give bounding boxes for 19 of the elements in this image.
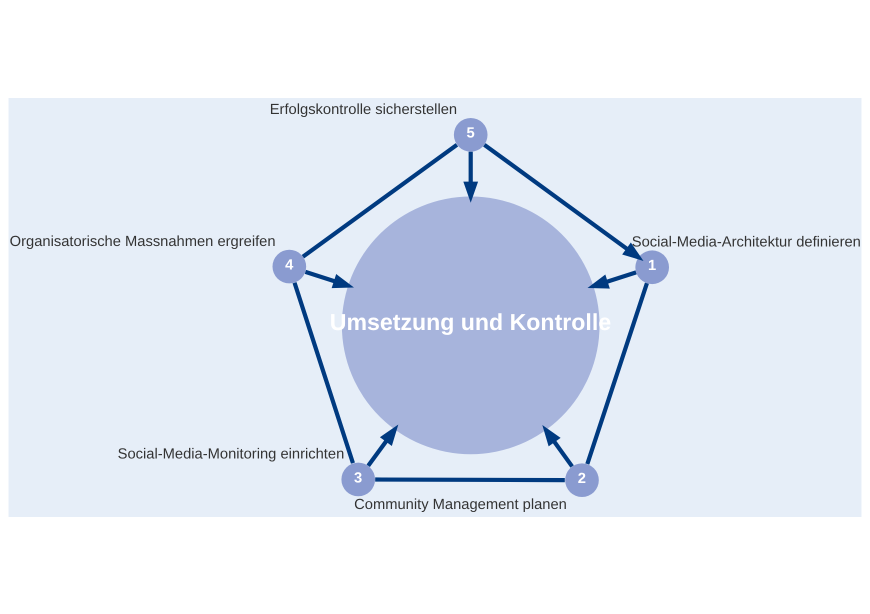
node-circle: 5 <box>454 117 488 152</box>
node-label: Erfolgskontrolle sicherstellen <box>270 101 458 118</box>
arrow <box>463 151 478 202</box>
node-label: Community Management planen <box>354 496 567 512</box>
arrow <box>542 424 574 468</box>
node-circle: 3 <box>341 462 376 496</box>
node-circle: 2 <box>565 462 599 497</box>
connector <box>292 282 355 464</box>
arrow <box>588 270 637 288</box>
arrow <box>483 142 644 260</box>
node-label: Organisatorische Massnahmen ergreifen <box>10 233 276 250</box>
node-circle: 4 <box>272 249 306 283</box>
arrow <box>366 424 398 467</box>
node-label: Social-Media-Architektur definieren <box>632 234 861 250</box>
node-circle: 1 <box>635 250 670 284</box>
connector <box>375 476 565 482</box>
arrow <box>304 269 354 288</box>
connector <box>302 142 458 258</box>
connector <box>585 282 649 464</box>
